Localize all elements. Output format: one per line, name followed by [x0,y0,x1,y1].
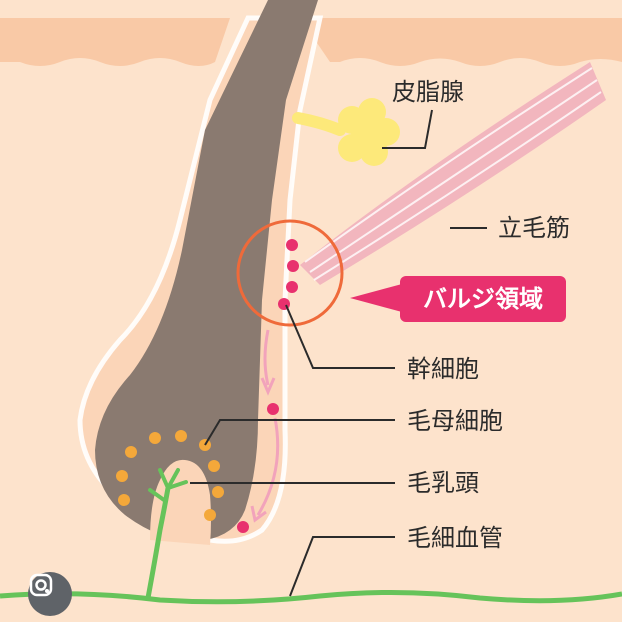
google-lens-button[interactable] [28,572,72,616]
matrix-cell [125,446,137,458]
bulge-region-badge: バルジ領域 [350,276,566,322]
dermal-papilla-label: 毛乳頭 [407,469,479,497]
stem-cell-dot [287,260,299,272]
arrector-pili-muscle [300,62,606,285]
stem-cell-dot [286,239,298,251]
leader-lines [190,109,487,597]
matrix-cell [149,432,161,444]
matrix-cell [116,470,128,482]
bulge-region-label: バルジ領域 [423,285,543,313]
stem-cell-migration [237,329,280,533]
arrector-pili-label: 立毛筋 [498,214,570,242]
stem-cell-dot [237,521,249,533]
capillary-vessel [0,468,622,605]
matrix-cell [118,494,130,506]
matrix-cell [204,509,216,521]
sebaceous-gland-label: 皮脂腺 [392,78,464,106]
matrix-cell [175,430,187,442]
matrix-cell [208,460,220,472]
hair-matrix-cell-label: 毛母細胞 [407,407,503,435]
stem-cell-dot [286,281,298,293]
sebaceous-gland [292,98,400,166]
matrix-cell [212,486,224,498]
google-lens-icon [29,573,53,597]
stem-cell-label: 幹細胞 [407,355,479,383]
stem-cell-dot [267,403,279,415]
capillary-label: 毛細血管 [407,524,503,552]
bulge-region-highlight [236,219,344,327]
matrix-cells [116,430,224,521]
